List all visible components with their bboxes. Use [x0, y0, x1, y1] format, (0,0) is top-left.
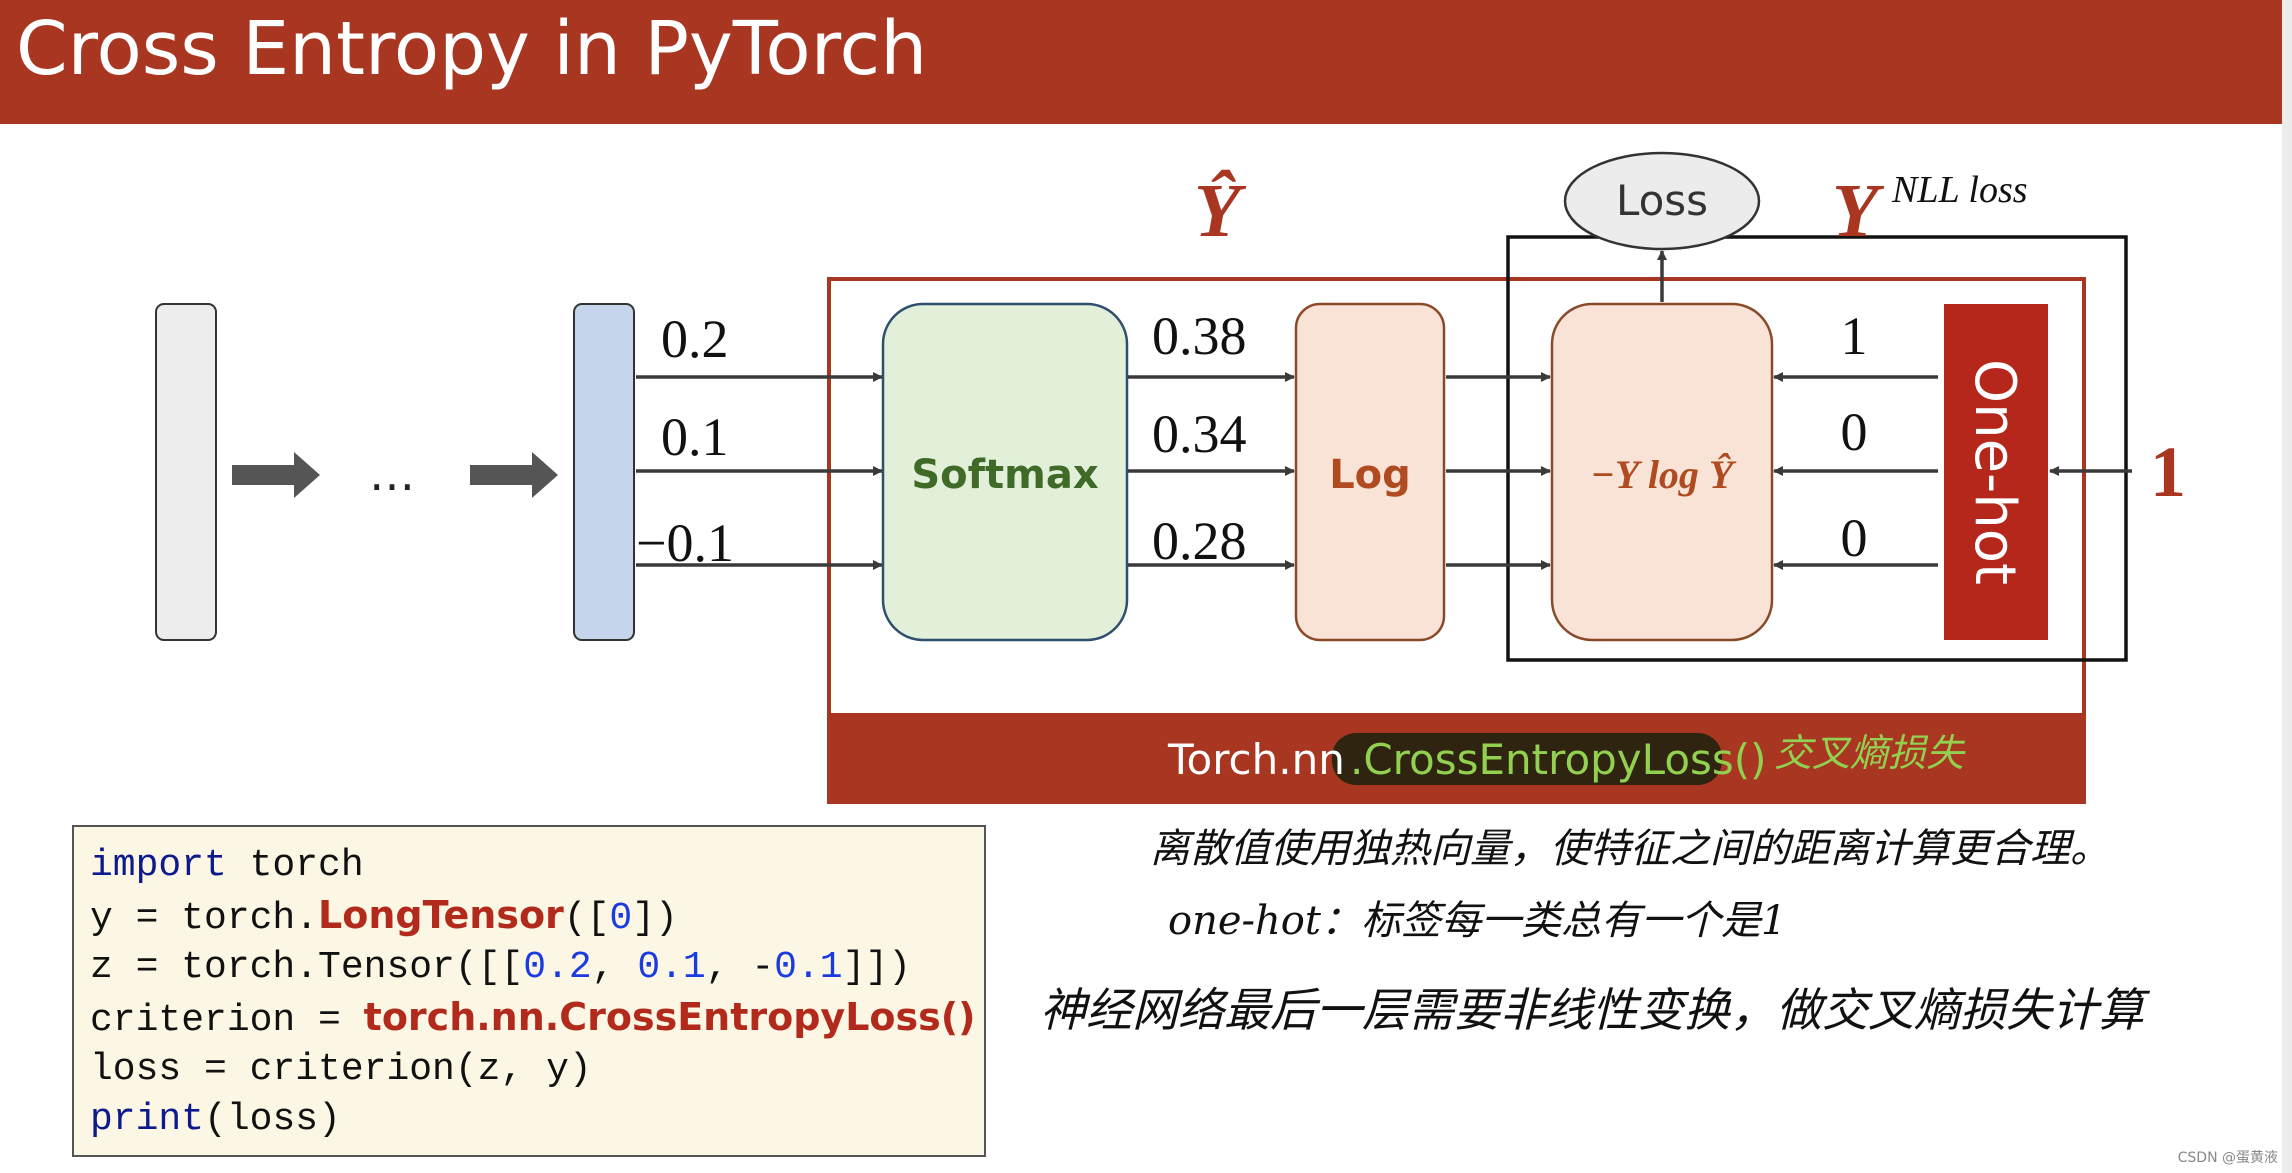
softmax-block: [881, 302, 1129, 642]
code-line-4: criterion = torch.nn.CrossEntropyLoss(): [90, 993, 984, 1046]
code-line-1: import torch: [90, 841, 984, 891]
code-text: torch: [226, 844, 364, 887]
nll-loss-frame: [1506, 235, 2128, 662]
nll-block: [1550, 302, 1774, 642]
logit-value-2: 0.1: [661, 407, 729, 467]
code-highlight-crossentropyloss: torch.nn.CrossEntropyLoss(): [363, 994, 976, 1039]
forward-arrow-2: [470, 452, 558, 498]
softmax-label: Softmax: [911, 452, 1098, 498]
code-keyword-print: print: [90, 1097, 205, 1141]
code-keyword-import: import: [90, 844, 227, 887]
code-line-5: loss = criterion(z, y): [90, 1048, 592, 1091]
onehot-label: One-hot: [1962, 359, 2027, 585]
bar-highlight: .CrossEntropyLoss(): [1350, 735, 1767, 784]
loss-node: [1563, 151, 1761, 251]
code-text: (loss): [204, 1097, 341, 1141]
handwritten-note-3: 神经网络最后一层需要非线性变换，做交叉熵损失计算: [1040, 983, 2144, 1037]
onehot-value-3: 0: [1841, 508, 1868, 568]
highlight-pill: [1332, 733, 1722, 785]
bar-prefix: Torch.nn: [1167, 735, 1345, 784]
logit-value-1: 0.2: [661, 309, 729, 369]
nll-note: NLL loss: [1891, 169, 2028, 211]
code-number: 0.1: [637, 946, 706, 989]
onehot-block: [1944, 304, 2048, 640]
code-number: 0: [609, 896, 633, 940]
code-block: import torch y = torch.LongTensor([0]) z…: [72, 825, 986, 1157]
prob-value-1: 0.38: [1152, 306, 1247, 366]
input-layer: [155, 303, 217, 641]
code-text: ]]): [842, 946, 911, 989]
forward-arrow-1: [232, 452, 320, 498]
code-line-3: z = torch.Tensor([[0.2, 0.1, -0.1]]): [90, 943, 984, 993]
log-label: Log: [1329, 452, 1411, 498]
prob-value-3: 0.28: [1152, 511, 1247, 571]
code-text: y = torch.: [90, 896, 319, 940]
code-text: ([: [563, 896, 610, 940]
code-number: 0.1: [774, 946, 843, 989]
code-number: 0.2: [523, 946, 592, 989]
y-hat-label: Ŷ: [1194, 169, 1247, 253]
handwritten-note-2: one-hot：标签每一类总有一个是1: [1168, 898, 1787, 944]
code-line-2: y = torch.LongTensor([0]): [90, 891, 984, 944]
code-text: ]): [632, 896, 678, 940]
nll-formula: −Y log Ŷ: [1591, 452, 1737, 497]
ellipsis: …: [369, 447, 415, 501]
log-block: [1294, 302, 1446, 642]
code-text: z = torch.Tensor([[: [90, 946, 524, 989]
scrollbar-track[interactable]: [2282, 0, 2292, 1173]
prob-value-2: 0.34: [1152, 404, 1247, 464]
onehot-value-2: 0: [1841, 402, 1868, 462]
bar-note: 交叉熵损失: [1774, 733, 1966, 775]
logit-value-3: −0.1: [636, 513, 734, 573]
watermark: CSDN @蛋黄液: [2177, 1150, 2278, 1166]
code-text: ,: [591, 946, 638, 989]
code-highlight-longtensor: LongTensor: [318, 892, 564, 937]
code-line-6: print(loss): [90, 1095, 984, 1145]
target-label: 1: [2150, 432, 2186, 512]
slide-title: Cross Entropy in PyTorch: [16, 6, 928, 92]
loss-label: Loss: [1616, 176, 1708, 225]
code-text: criterion =: [90, 998, 364, 1042]
title-bar: Cross Entropy in PyTorch: [0, 0, 2282, 124]
logits-layer: [573, 303, 635, 641]
handwritten-note-1: 离散值使用独热向量，使特征之间的距离计算更合理。: [1150, 826, 2110, 872]
code-text: , -: [705, 946, 775, 989]
onehot-value-1: 1: [1841, 306, 1868, 366]
y-label: Y: [1832, 169, 1885, 253]
